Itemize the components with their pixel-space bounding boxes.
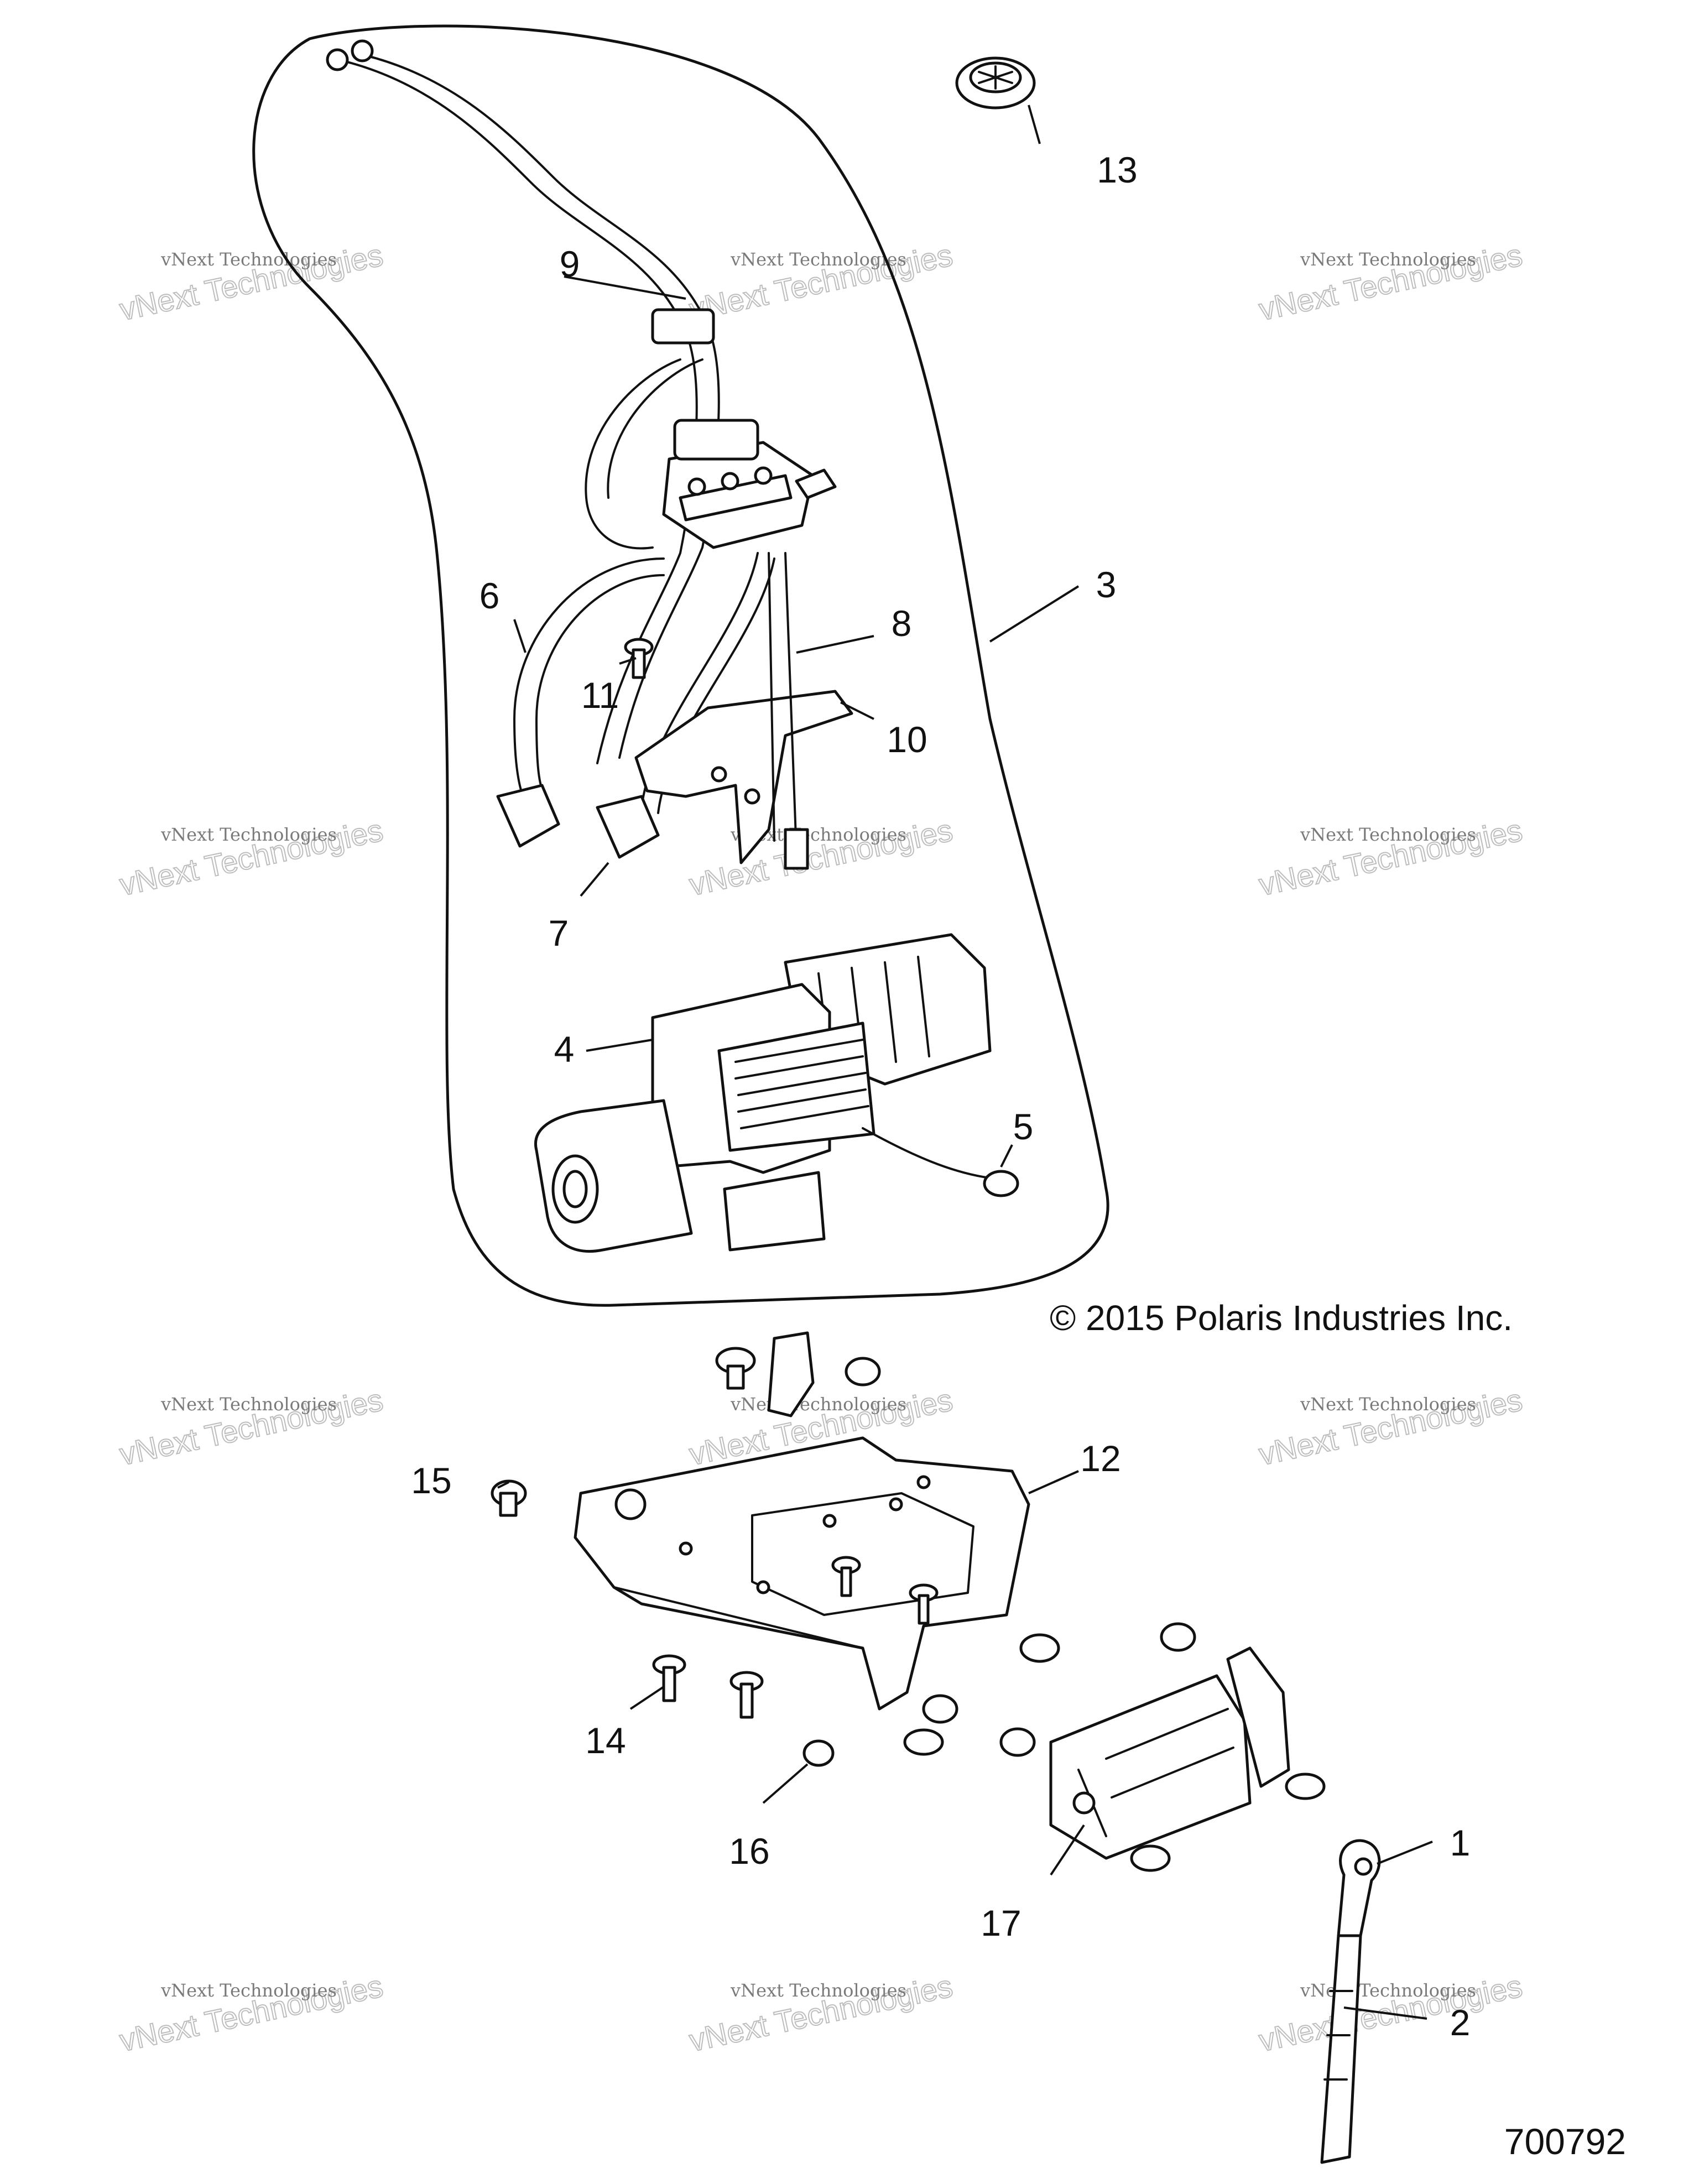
callout-4: 4 [554, 1029, 575, 1070]
callout-12: 12 [1080, 1438, 1120, 1479]
fasteners [491, 1347, 1326, 1872]
callout-2: 2 [1450, 2002, 1471, 2043]
callout-8: 8 [892, 603, 912, 644]
callout-9: 9 [560, 243, 580, 284]
battery-cable-assembly [326, 39, 720, 764]
callout-10: 10 [887, 719, 927, 760]
watermark-line: vNext Technologies [730, 249, 906, 270]
callout-17: 17 [981, 1902, 1021, 1943]
callout-1: 1 [1450, 1822, 1471, 1863]
leader-lines [497, 105, 1433, 2020]
callout-13: 13 [1097, 149, 1137, 190]
figure-number: 700792 [1504, 2121, 1626, 2162]
callout-14: 14 [585, 1720, 626, 1761]
watermark-line: vNext Technologies [160, 1394, 337, 1415]
watermark-line: vNext Technologies [160, 824, 337, 845]
watermark-line: vNext Technologies [730, 1980, 906, 2001]
mounting-plate [574, 1331, 1030, 1711]
watermark-line: vNext Technologies [730, 1394, 906, 1415]
watermark-line: vNext Technologies [1300, 1980, 1476, 2001]
contactor-bracket [634, 552, 853, 870]
watermark-line: vNext Technologies [1300, 824, 1476, 845]
watermark-line: vNext Technologies [1300, 249, 1476, 270]
watermark-line: vNext Technologies [160, 1980, 337, 2001]
grommet [955, 56, 1036, 110]
winch [534, 933, 1019, 1253]
hook-and-strap [1320, 1839, 1381, 2164]
callouts: 1 2 3 4 5 6 7 8 9 10 11 12 13 14 15 16 1… [411, 149, 1470, 2043]
kit-outline [252, 24, 1109, 1307]
callout-11: 11 [581, 675, 619, 716]
callout-5: 5 [1013, 1106, 1034, 1147]
callout-6: 6 [480, 575, 500, 616]
callout-3: 3 [1096, 564, 1117, 605]
contactor [662, 419, 837, 549]
screw-11 [624, 638, 654, 679]
callout-16: 16 [729, 1831, 769, 1872]
watermark-line: vNext Technologies [1300, 1394, 1476, 1415]
watermark-line: vNext Technologies [160, 249, 337, 270]
fairlead [1049, 1646, 1290, 1860]
winch-cable-6 [496, 557, 665, 848]
callout-7: 7 [549, 913, 569, 953]
callout-15: 15 [411, 1460, 451, 1501]
copyright-notice: © 2015 Polaris Industries Inc. [1050, 1298, 1513, 1338]
